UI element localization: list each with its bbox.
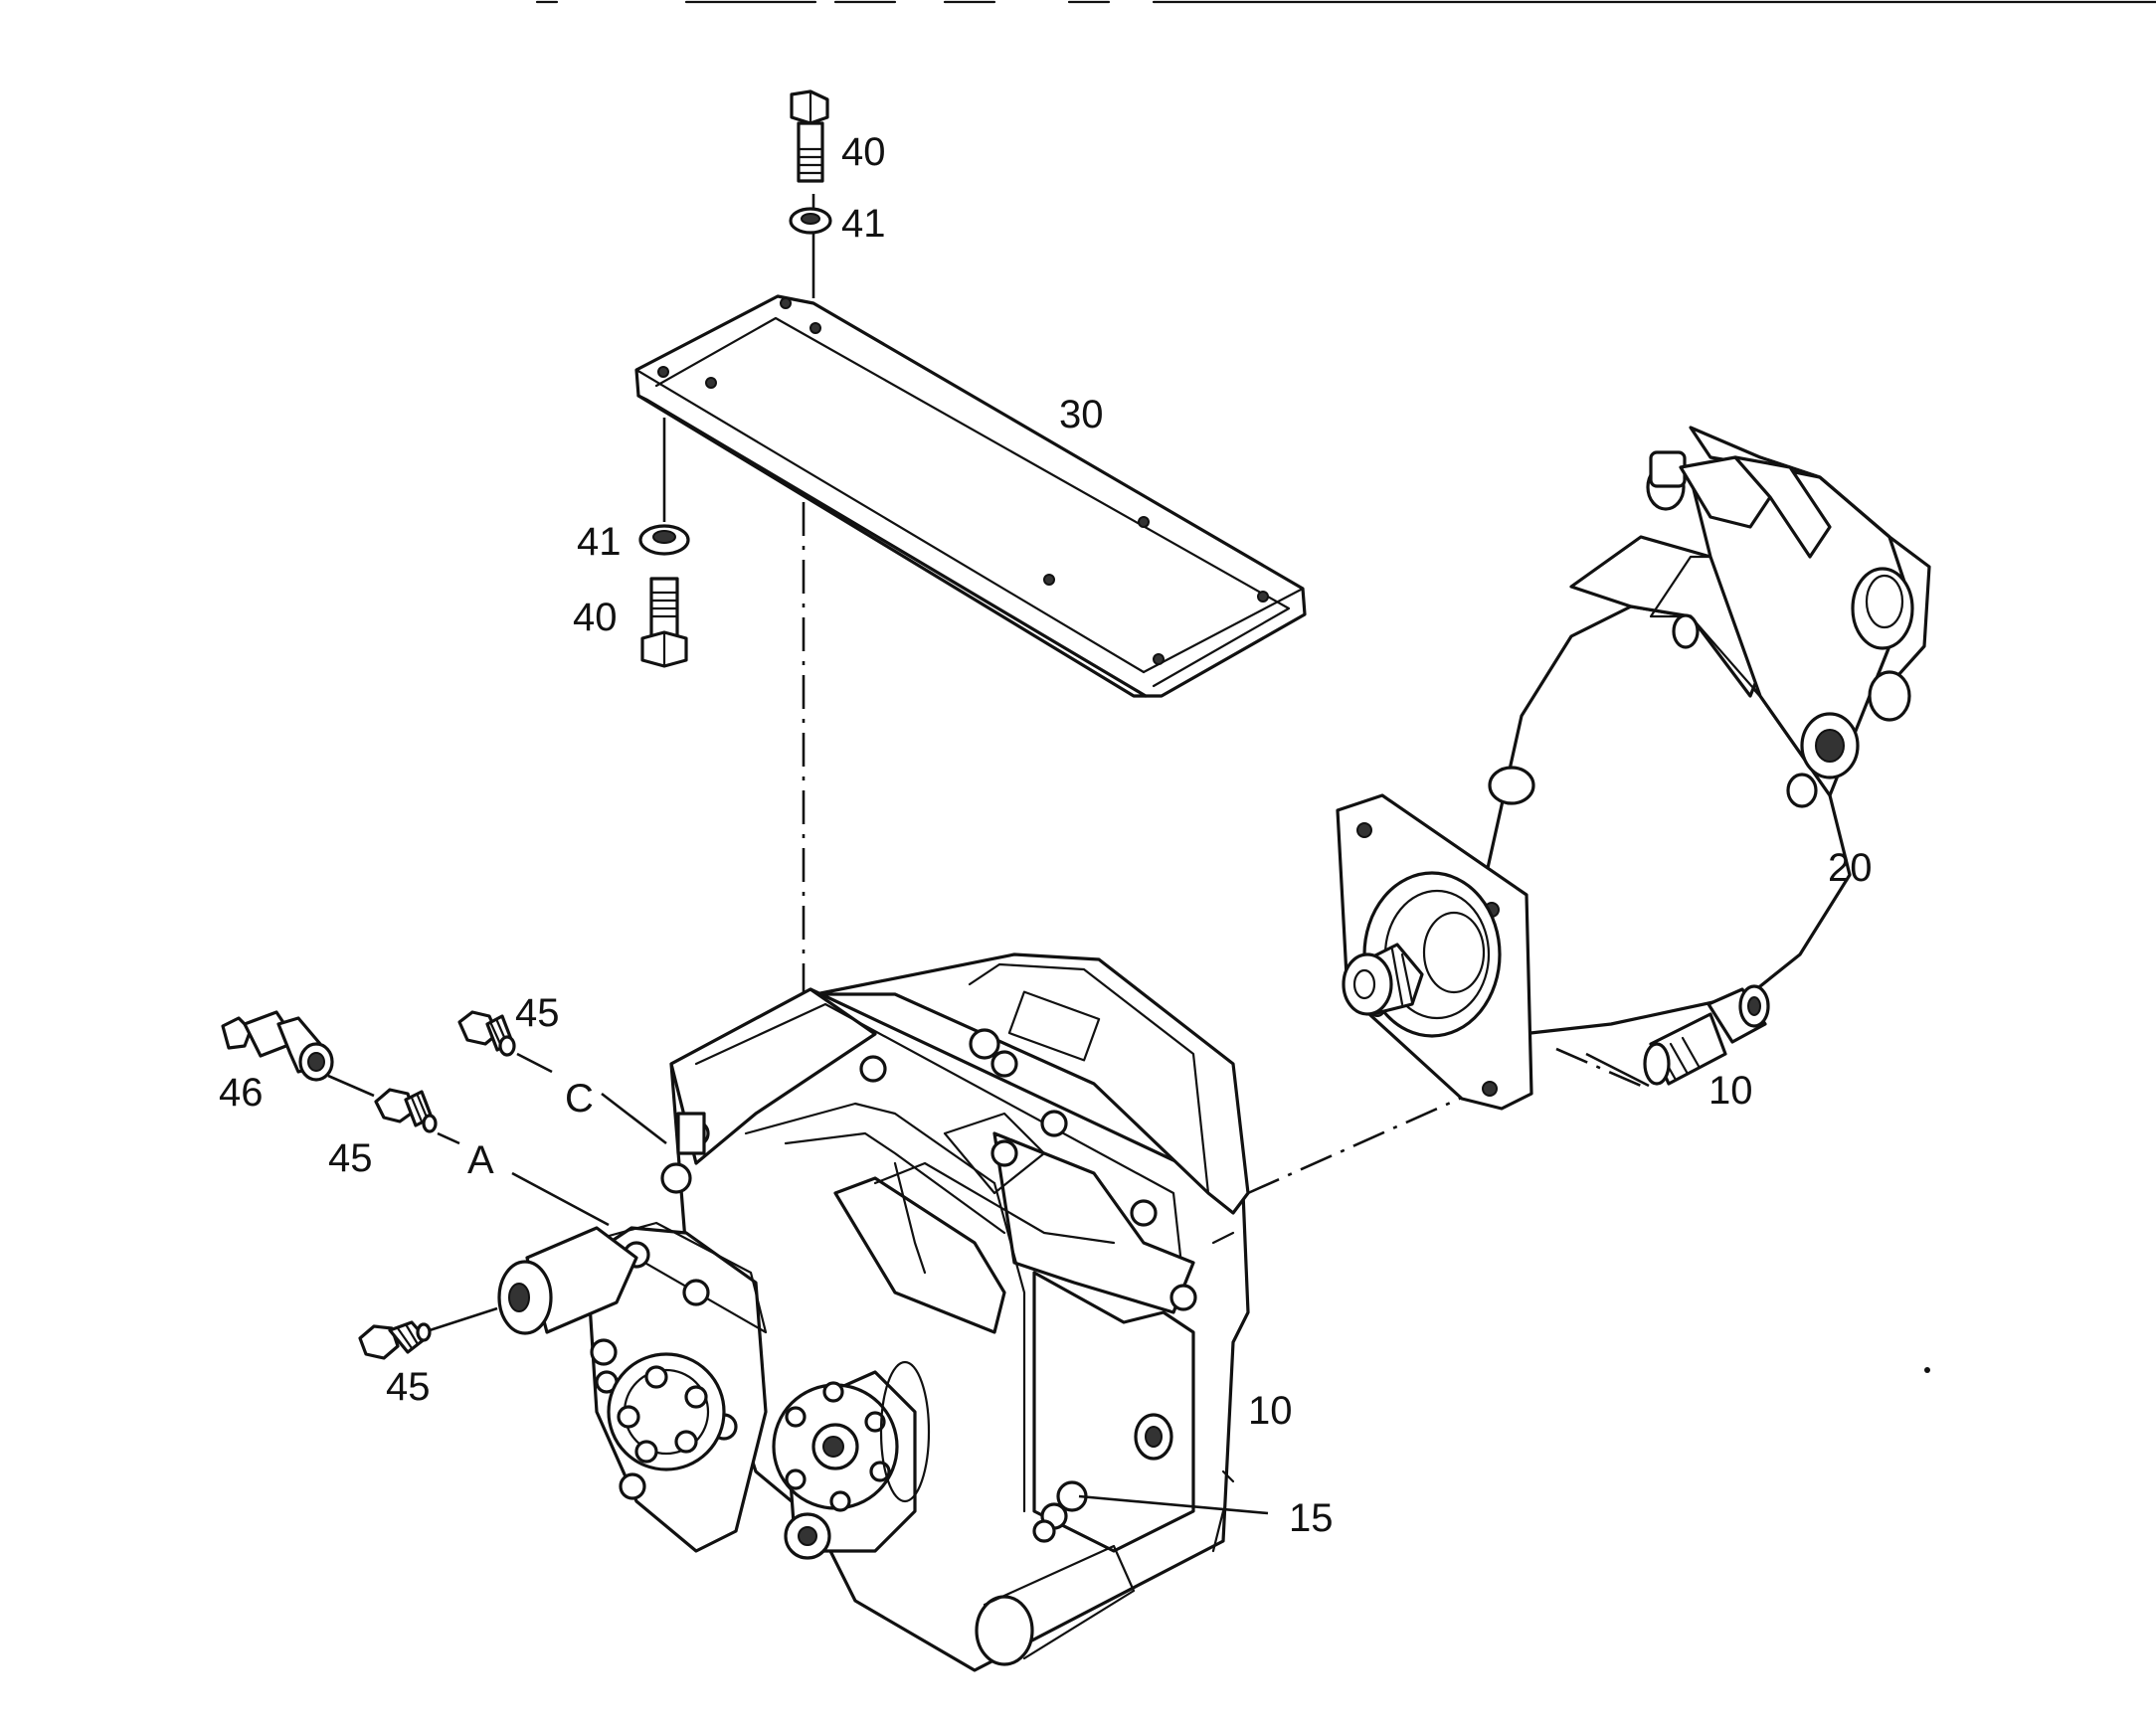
bolt-top-icon <box>790 89 829 183</box>
label-fitting-a: 45 <box>328 1136 373 1180</box>
transmission-housing-icon <box>497 952 1250 1672</box>
screw-right-icon <box>1643 984 1770 1086</box>
callout-labels: 40 41 30 41 40 20 10 10 15 45 C 46 45 A … <box>219 130 1873 1540</box>
label-washer-bottom: 41 <box>577 520 622 564</box>
label-sensor: 15 <box>1289 1496 1334 1540</box>
fitting-bottom-icon <box>358 1320 432 1360</box>
label-elbow: 46 <box>219 1071 264 1115</box>
label-screw-right: 10 <box>1708 1069 1753 1113</box>
stray-dot <box>1924 1367 1930 1373</box>
bolt-bottom-icon <box>640 577 688 668</box>
label-fitting-c: 45 <box>515 991 560 1035</box>
washer-bottom-icon <box>638 524 690 556</box>
label-transmission: 10 <box>1248 1389 1293 1433</box>
fitting-a-icon <box>374 1088 438 1133</box>
fitting-c-icon <box>457 1010 516 1057</box>
label-port-c: C <box>565 1077 594 1121</box>
elbow-fitting-icon <box>221 1010 334 1082</box>
label-plate: 30 <box>1059 393 1104 436</box>
label-motor: 20 <box>1828 846 1873 890</box>
label-bolt-top: 40 <box>841 130 886 174</box>
label-fitting-bottom: 45 <box>386 1365 431 1409</box>
leader-lines <box>327 1052 1650 1515</box>
label-bolt-bottom: 40 <box>573 596 618 639</box>
mounting-plate-icon <box>634 294 1307 698</box>
hydraulic-motor-icon <box>1336 426 1931 1111</box>
washer-top-icon <box>789 207 832 235</box>
label-washer-top: 41 <box>841 202 886 246</box>
label-port-a: A <box>467 1138 494 1182</box>
